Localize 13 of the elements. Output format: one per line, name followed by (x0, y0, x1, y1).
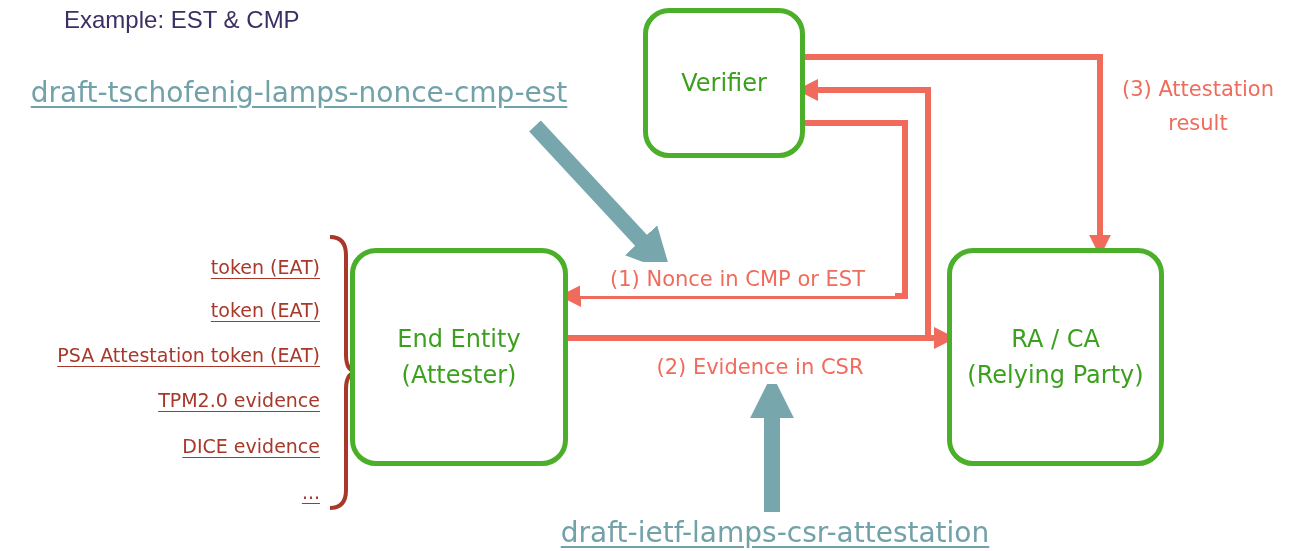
entity-box: RA / CA (Relying Party) (947, 248, 1164, 466)
entity-box: Verifier (643, 8, 805, 158)
edge-label: (1) Nonce in CMP or EST (580, 262, 895, 296)
evidence-type: token (EAT) (210, 298, 320, 323)
evidence-type: token (EAT) (210, 255, 320, 280)
evidence-type: PSA Attestation token (EAT) (57, 343, 320, 368)
evidence-type: TPM2.0 evidence (158, 388, 320, 413)
evidence-type: DICE evidence (182, 434, 320, 459)
draft-link: draft-tschofenig-lamps-nonce-cmp-est (4, 72, 594, 114)
entity-box: End Entity (Attester) (350, 248, 568, 466)
draft-link: draft-ietf-lamps-csr-attestation (530, 512, 1020, 551)
evidence-type: ... (301, 480, 320, 505)
title: Example: EST & CMP (64, 5, 300, 35)
